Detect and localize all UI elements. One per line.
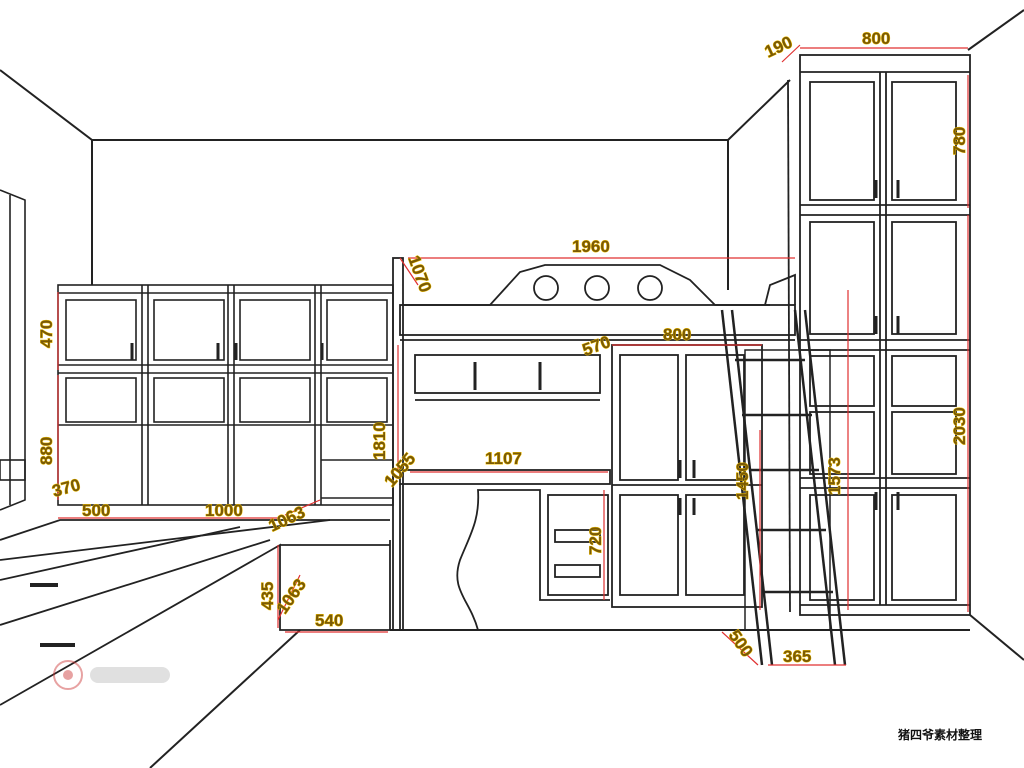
room-outline	[0, 9, 1024, 768]
dim-1070: 1070	[404, 253, 435, 295]
wardrobe-handles	[874, 180, 900, 510]
dim-500: 500	[82, 501, 110, 520]
dim-470: 470	[37, 320, 56, 348]
dimension-labels: 190 800 780 1960 1070 470 880 370 500 10…	[37, 29, 970, 667]
left-wall-cabinet	[57, 284, 394, 506]
dim-435: 435	[258, 582, 277, 610]
dimension-lines	[57, 44, 969, 666]
dim-880: 880	[37, 437, 56, 465]
dim-570: 570	[580, 332, 613, 360]
dim-500-ladder: 500	[725, 626, 757, 660]
left-door	[0, 189, 26, 511]
right-tall-wardrobe	[787, 54, 971, 616]
cabinet-handles	[130, 343, 324, 360]
dim-2030: 2030	[950, 407, 969, 445]
dim-800-top: 800	[862, 29, 890, 48]
watermark-logo	[53, 660, 170, 690]
dim-1063-a: 1063	[266, 502, 308, 535]
loft-bed	[392, 257, 796, 631]
dim-540: 540	[315, 611, 343, 630]
dim-800-mid: 800	[663, 325, 691, 344]
dim-1960: 1960	[572, 237, 610, 256]
source-caption: 猪四爷素材整理	[898, 728, 983, 742]
dim-720: 720	[586, 527, 605, 555]
dim-1107: 1107	[485, 449, 522, 468]
dim-1000: 1000	[205, 501, 243, 520]
dim-1450: 1450	[733, 462, 752, 500]
tatami-platform	[0, 519, 391, 706]
dim-190: 190	[762, 32, 796, 61]
dim-365: 365	[783, 647, 811, 666]
dim-1573: 1573	[825, 457, 844, 495]
dim-370: 370	[50, 475, 82, 501]
dim-780: 780	[950, 127, 969, 155]
dim-1810: 1810	[370, 422, 389, 460]
